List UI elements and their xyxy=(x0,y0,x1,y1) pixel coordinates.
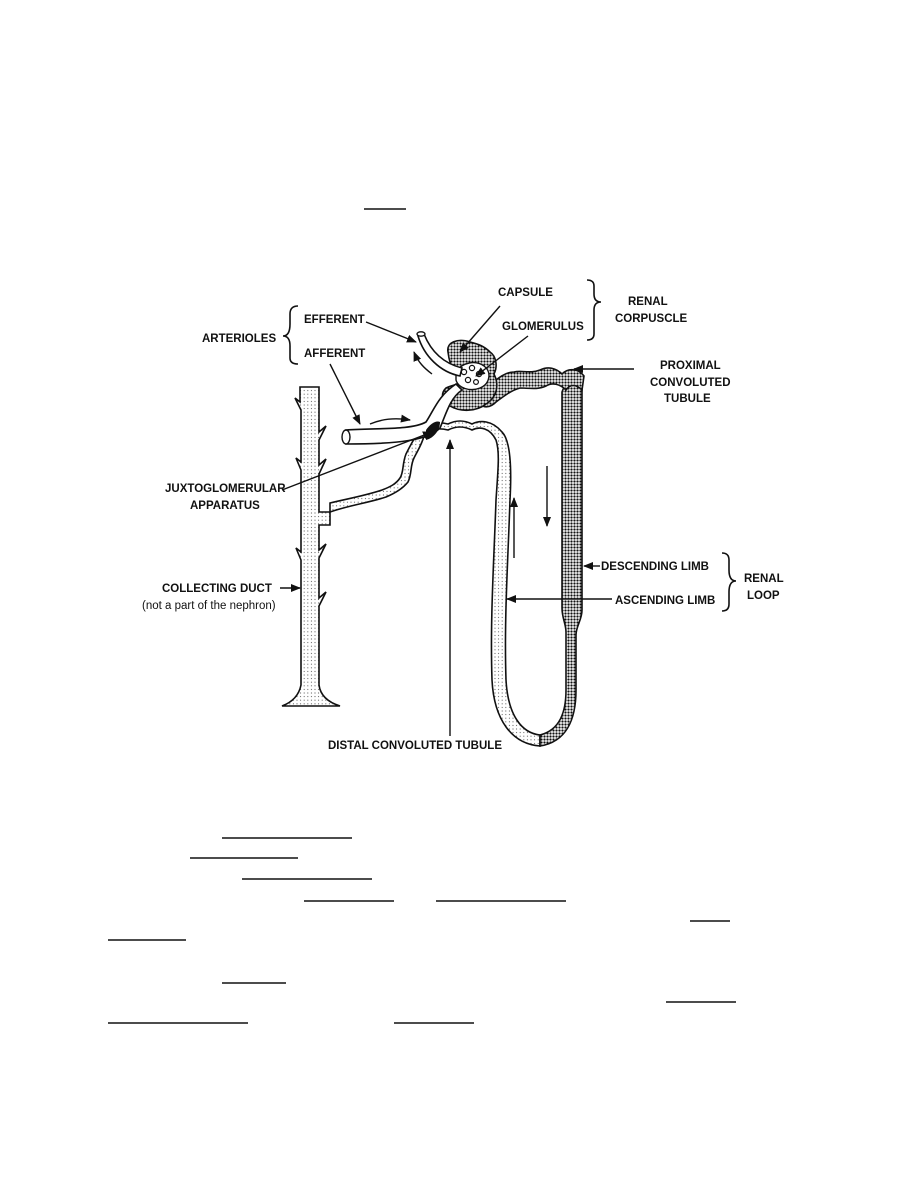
collecting-duct-note: (not a part of the nephron) xyxy=(142,600,276,612)
ascending-limb-label: ASCENDING LIMB xyxy=(615,595,715,607)
efferent-label: EFFERENT xyxy=(304,314,365,326)
proximal-label-1: PROXIMAL xyxy=(660,360,721,372)
flow-arrows xyxy=(369,351,551,558)
renal-loop-label-2: LOOP xyxy=(747,590,780,602)
capsule-label: CAPSULE xyxy=(498,287,553,299)
glomerulus-label: GLOMERULUS xyxy=(502,321,584,333)
braces xyxy=(282,279,737,612)
descending-limb-label: DESCENDING LIMB xyxy=(601,561,709,573)
collecting-duct-label: COLLECTING DUCT xyxy=(162,583,272,595)
distal-tubule-label: DISTAL CONVOLUTED TUBULE xyxy=(328,740,502,752)
renal-corpuscle-label-1: RENAL xyxy=(628,296,668,308)
proximal-label-2: CONVOLUTED xyxy=(650,377,731,389)
leader-arrows xyxy=(280,305,634,736)
juxtaglomerular-label-2: APPARATUS xyxy=(190,500,260,512)
efferent-arteriole xyxy=(416,331,463,377)
renal-loop-label-1: RENAL xyxy=(744,573,784,585)
afferent-label: AFFERENT xyxy=(304,348,365,360)
arterioles-label: ARTERIOLES xyxy=(202,333,276,345)
proximal-label-3: TUBULE xyxy=(664,393,711,405)
descending-limb xyxy=(539,378,583,747)
arterioles-brace xyxy=(282,305,299,365)
distal-convoluted-tubule xyxy=(329,420,541,747)
proximal-convoluted-tubule xyxy=(479,367,585,408)
juxtaglomerular-label-1: JUXTOGLOMERULAR xyxy=(165,483,286,495)
renal-corpuscle-label-2: CORPUSCLE xyxy=(615,313,688,325)
collecting-duct xyxy=(281,386,341,707)
renal-corpuscle-brace xyxy=(586,279,602,341)
renal-loop-brace xyxy=(721,552,737,612)
answer-blanks xyxy=(108,837,736,1024)
